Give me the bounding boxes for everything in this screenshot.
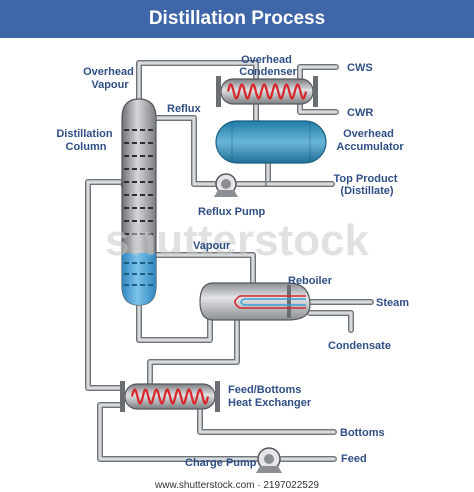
label-distillation-column: Distillation Column <box>56 128 115 153</box>
watermark: shutterstock <box>105 216 370 265</box>
label-vapour: Vapour <box>193 240 231 252</box>
label-bottoms: Bottoms <box>340 427 385 439</box>
charge-pump <box>256 447 282 473</box>
overhead-accumulator <box>215 120 327 164</box>
overhead-condenser <box>216 76 318 107</box>
diagram-title: Distillation Process <box>148 8 326 29</box>
heat-exchanger-coil <box>130 388 210 405</box>
column-liquid <box>122 253 156 305</box>
reboiler <box>199 282 311 321</box>
feed-bottoms-heat-exchanger <box>120 381 220 412</box>
label-top-product: Top Product (Distillate) <box>333 173 400 197</box>
label-steam: Steam <box>376 297 409 309</box>
process-pipes <box>85 60 374 462</box>
label-cws: CWS <box>347 62 373 74</box>
label-condensate: Condensate <box>328 340 391 352</box>
label-charge-pump: Charge Pump <box>185 457 257 469</box>
label-feed-bottoms-heat-exchanger: Feed/Bottoms Heat Exchanger <box>228 384 312 409</box>
reboiler-tube-bundle <box>234 295 306 309</box>
reflux-pump <box>214 173 238 197</box>
label-overhead-condenser: Overhead Condenser <box>239 54 297 78</box>
label-reboiler: Reboiler <box>288 275 333 287</box>
footer-credit: www.shutterstock.com · 2197022529 <box>154 480 319 491</box>
label-reflux: Reflux <box>167 103 202 115</box>
label-cwr: CWR <box>347 107 373 119</box>
distillation-column <box>121 98 157 306</box>
label-overhead-accumulator: Overhead Accumulator <box>336 128 404 153</box>
labels: Overhead Vapour Overhead Condenser CWS C… <box>56 54 409 469</box>
label-reflux-pump: Reflux Pump <box>198 206 266 218</box>
label-feed: Feed <box>341 453 367 465</box>
label-overhead-vapour: Overhead Vapour <box>83 66 137 91</box>
column-trays <box>124 129 154 286</box>
title-bar: Distillation Process <box>0 0 474 38</box>
condenser-coil <box>226 83 308 100</box>
